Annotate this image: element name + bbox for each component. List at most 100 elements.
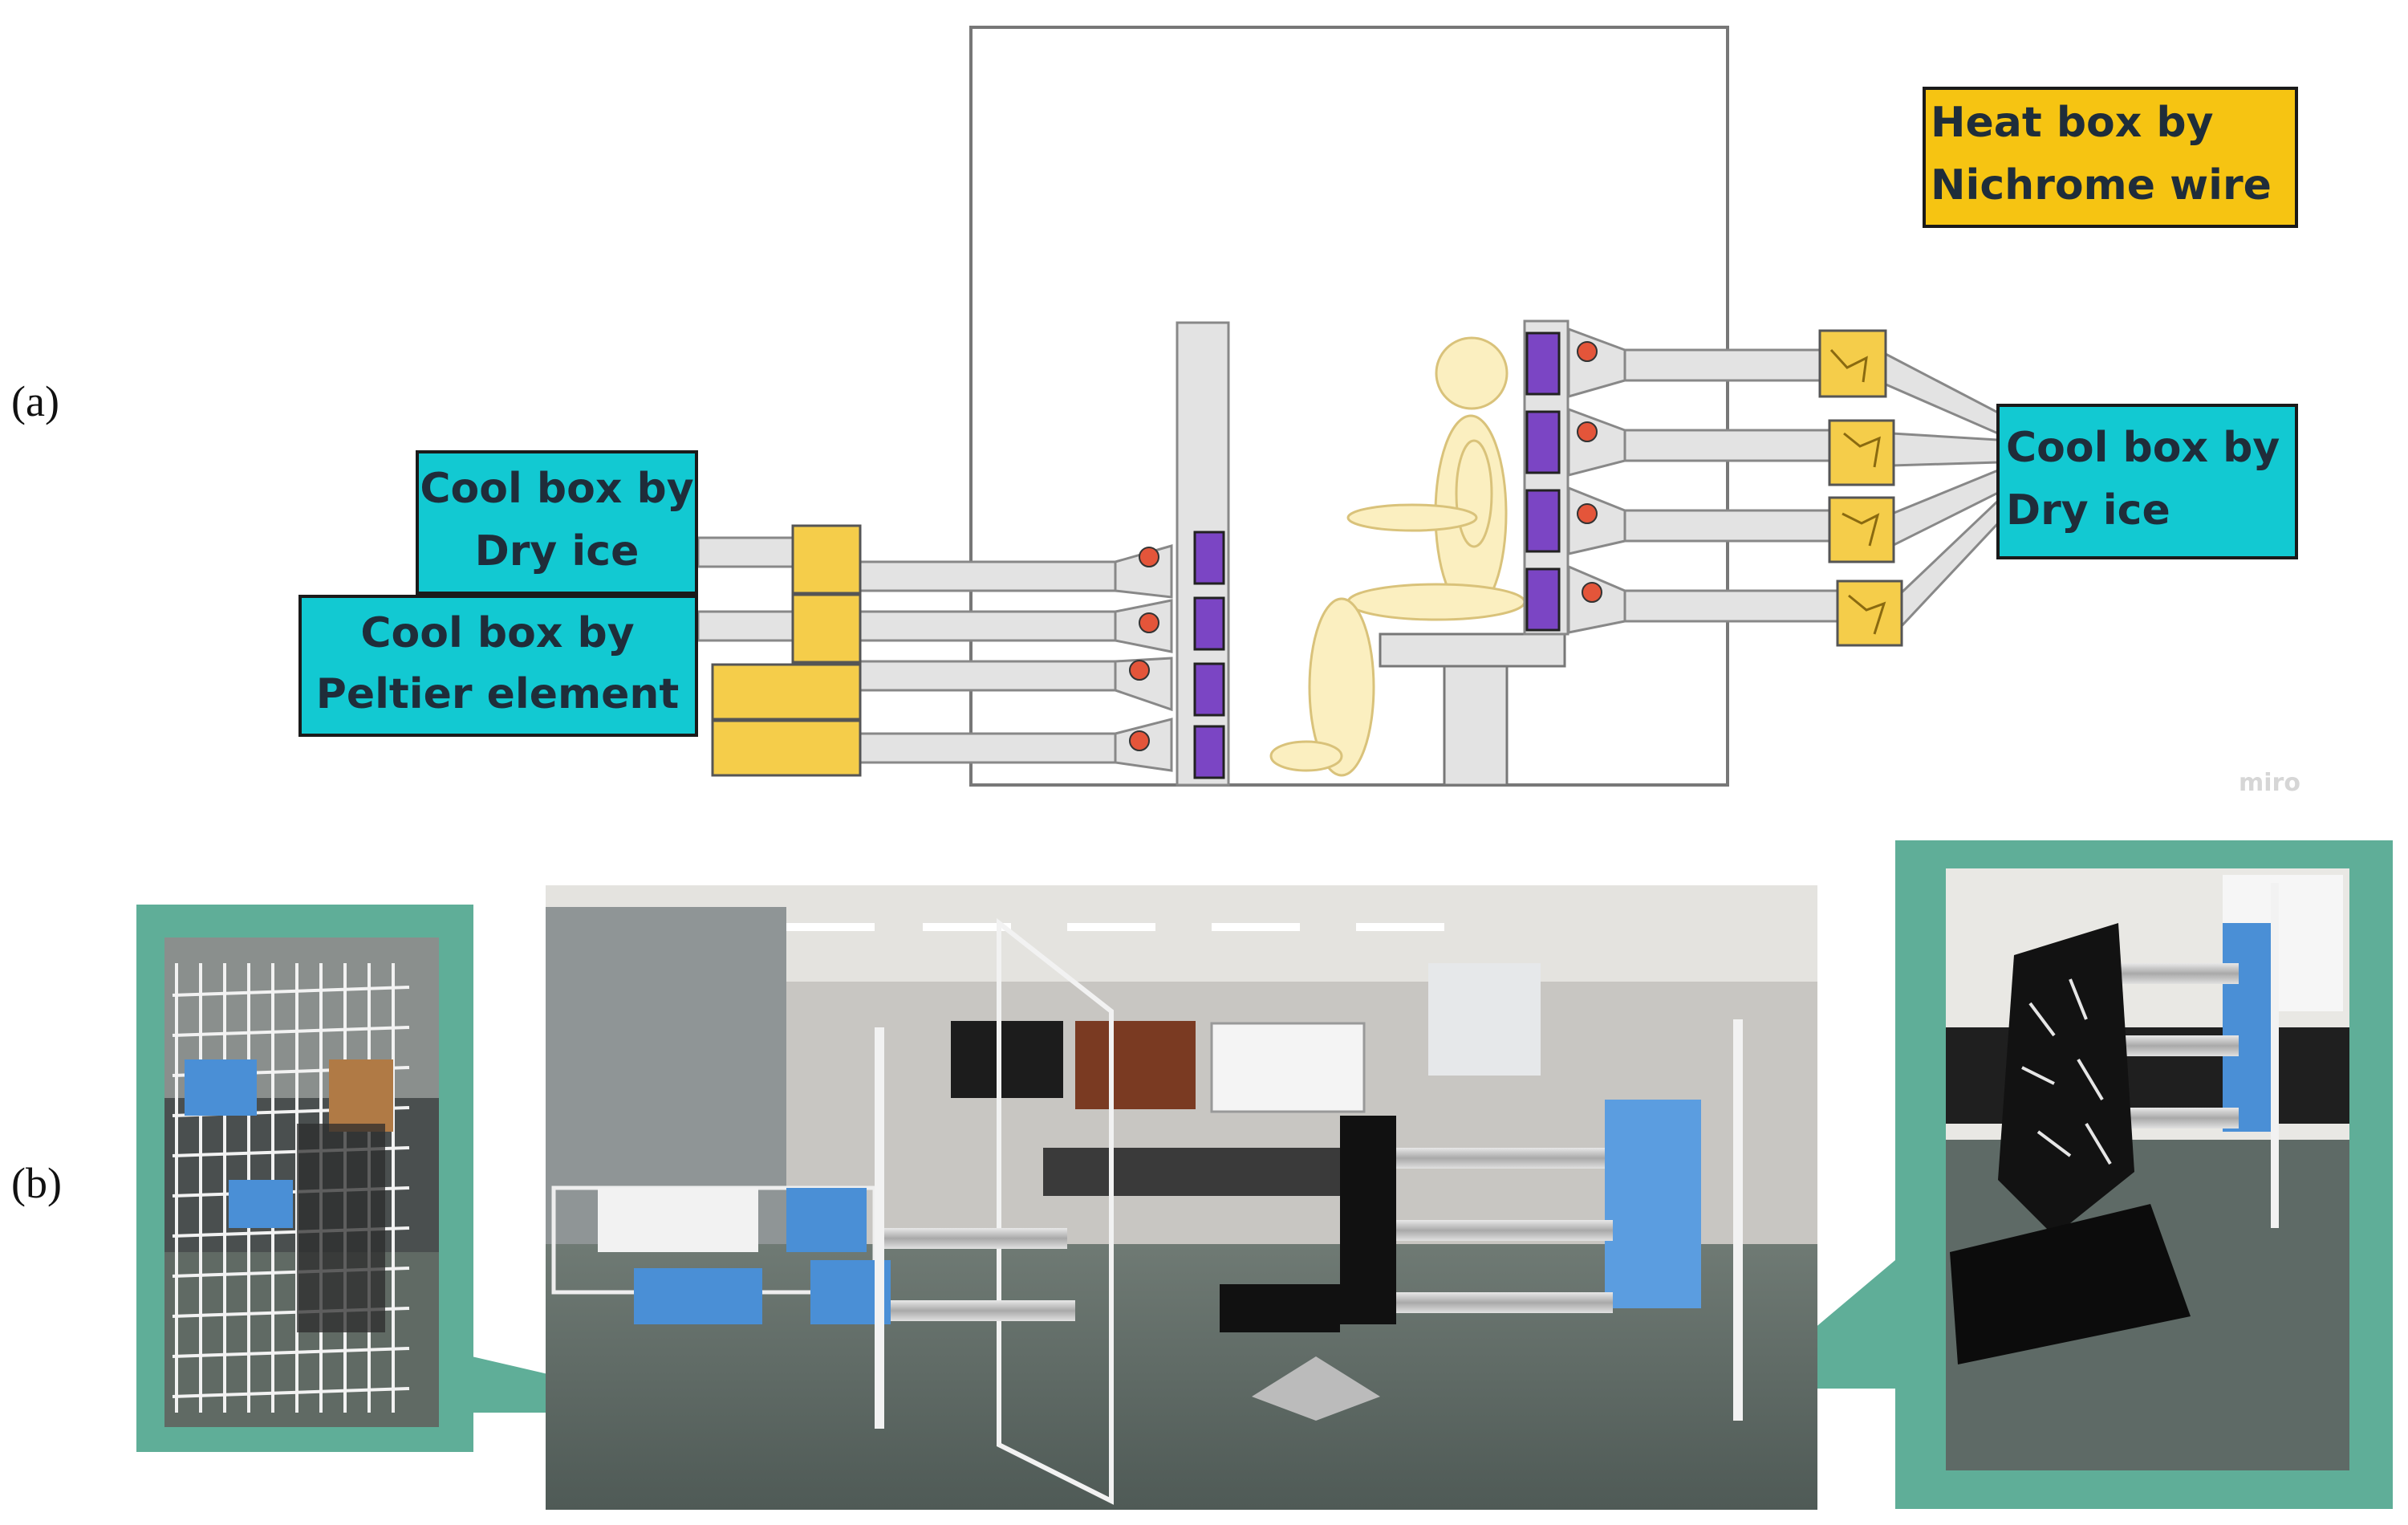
right-sensors [1577, 341, 1602, 603]
duct-nozzle [1567, 407, 1626, 477]
duct-fan [1890, 432, 2000, 467]
office-chair-back [1340, 1116, 1396, 1324]
cool-box [298, 595, 698, 737]
heat-box-line1: Heat box by [1931, 99, 2214, 147]
heat-unit [1836, 580, 1903, 647]
sensor [1577, 421, 1598, 442]
cool-box-peltier: Cool box by Peltier element [298, 595, 698, 737]
cardboard-box [329, 1059, 393, 1132]
blue-box [229, 1180, 293, 1228]
photo-right-inset [1895, 840, 2393, 1509]
cool-box-dry-ice-right: Cool box by Dry ice [1996, 404, 2298, 559]
blue-box [2223, 923, 2279, 1132]
heat-unit [791, 524, 862, 595]
duct [859, 732, 1119, 764]
duct [859, 610, 1119, 642]
stand-pole [875, 1027, 884, 1429]
duct [859, 560, 1119, 592]
stand-pole [2271, 883, 2279, 1228]
heat-unit-wires [1829, 348, 1886, 635]
outlet [1193, 662, 1225, 717]
duct-pipe [875, 1228, 1067, 1249]
wire [1842, 512, 1880, 547]
office-chair-base [1252, 1356, 1380, 1421]
person-foot [1269, 740, 1343, 772]
chamber-outline [969, 26, 1729, 787]
chair-tape-marks [2021, 978, 2112, 1165]
blue-box [1605, 1100, 1701, 1308]
outlet [1525, 567, 1561, 632]
cool-box [416, 450, 698, 595]
person-lower-leg [1308, 597, 1375, 777]
duct [1623, 509, 1831, 543]
duct [1623, 348, 1823, 382]
duct-nozzle [1567, 327, 1626, 398]
panel-label-b: (b) [11, 1159, 62, 1207]
panel-label-a: (a) [11, 377, 59, 425]
outlet [1193, 725, 1225, 779]
heat-unit [711, 719, 862, 777]
sensor [1582, 582, 1602, 603]
panel-b-photos: (b) [11, 840, 2393, 1510]
cool-box-line1: Cool box by [360, 609, 634, 657]
corkboard [1075, 1021, 1196, 1109]
chair-leg [1443, 665, 1509, 787]
seated-person [1269, 336, 1526, 777]
wire [1843, 432, 1881, 468]
wire-grid-panel [997, 917, 1114, 1505]
duct [1623, 589, 1839, 623]
person-torso-inner [1455, 439, 1493, 548]
heat-unit [1828, 496, 1895, 563]
duct-pipe [1396, 1292, 1613, 1313]
outlet [1193, 596, 1225, 651]
cool-box-dry-ice-left: Cool box by Dry ice [416, 450, 698, 595]
cool-box-line1: Cool box by [420, 465, 693, 513]
outlet [1525, 331, 1561, 396]
right-outlets [1525, 331, 1561, 632]
ceiling-lights [786, 923, 1444, 931]
cool-box-line1: Cool box by [2006, 424, 2280, 472]
fan-stack [297, 1124, 385, 1332]
outlet [1525, 489, 1561, 553]
heat-box-legend: Heat box by Nichrome wire [1923, 87, 2298, 228]
sensor [1577, 341, 1598, 362]
wire [1848, 594, 1886, 635]
stand-pole [1733, 1019, 1743, 1421]
chair-back [1998, 923, 2134, 1236]
duct [696, 610, 796, 642]
miro-watermark: miro [2239, 769, 2300, 797]
blue-box [634, 1268, 762, 1324]
blue-box [786, 1188, 867, 1252]
duct-pipe [1388, 1220, 1613, 1241]
duct-pipe [1380, 1148, 1605, 1169]
heat-unit [791, 593, 862, 664]
left-sensors [1129, 547, 1159, 751]
left-outlets [1193, 531, 1225, 779]
office-chair-seat [1220, 1284, 1340, 1332]
outlet [1193, 531, 1225, 585]
blue-box [185, 1059, 257, 1116]
cool-box-line2: Dry ice [475, 527, 640, 575]
photo-center [546, 885, 1817, 1510]
duct [859, 660, 1119, 692]
person-arm [1346, 503, 1478, 532]
duct-pipe [891, 1300, 1075, 1321]
heat-unit [711, 663, 862, 721]
chair [1379, 632, 1566, 787]
heat-box [1923, 87, 2298, 228]
sensor [1139, 612, 1159, 633]
heat-unit [1828, 419, 1895, 486]
duct [696, 536, 796, 568]
tv-screen [951, 1021, 1063, 1098]
sensor [1577, 503, 1598, 524]
left-heat-units [711, 524, 862, 777]
sensor [1129, 660, 1150, 681]
outlet [1525, 410, 1561, 474]
desk [1043, 1148, 1364, 1196]
person-head [1435, 336, 1509, 410]
panel-a-diagram: (a) [11, 26, 2300, 797]
white-container [598, 1188, 758, 1252]
chair-seat [1379, 632, 1566, 668]
left-ducts [696, 536, 1173, 772]
